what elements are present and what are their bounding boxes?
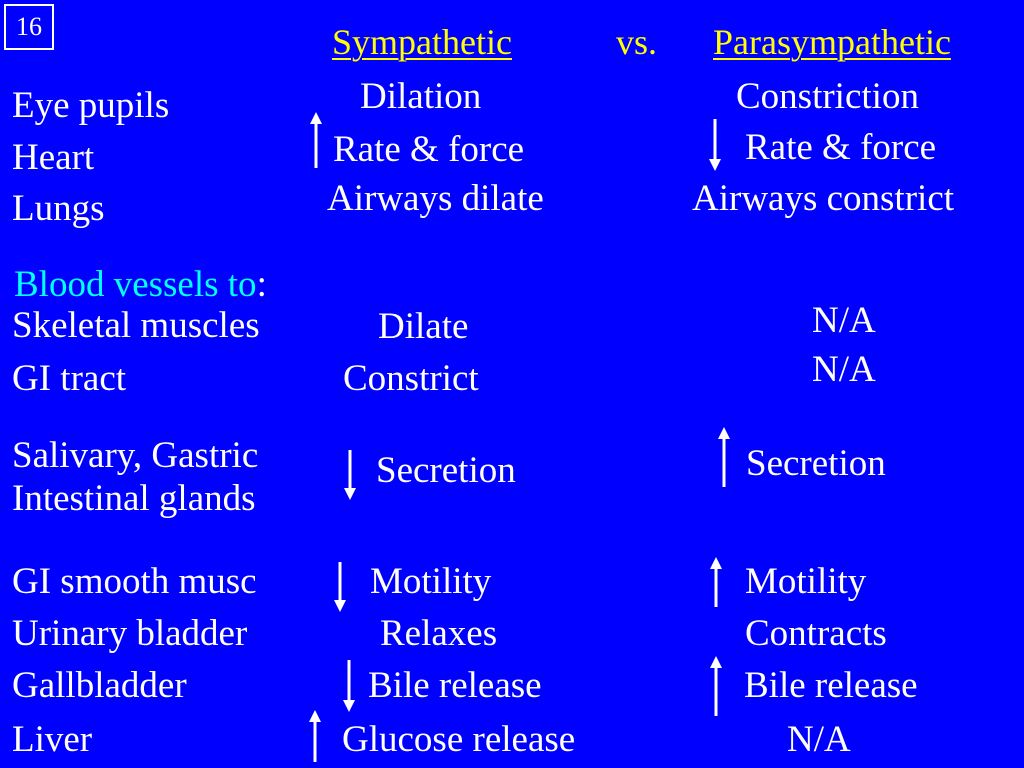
organ-liver: Liver: [12, 719, 93, 760]
blood-vessels-text: Blood vessels to: [14, 264, 257, 305]
down-arrow-icon: [344, 450, 356, 500]
down-arrow-icon: [709, 119, 721, 171]
organ-intestinal-glands: Intestinal glands: [12, 478, 256, 519]
up-arrow-icon: [718, 427, 730, 487]
sym-glands-response: Secretion: [376, 450, 516, 491]
para-glands-response: Secretion: [746, 443, 886, 484]
up-arrow-icon: [310, 112, 322, 168]
para-eye-response: Constriction: [736, 76, 919, 117]
down-arrow-icon: [334, 562, 346, 612]
para-gi-smooth-response: Motility: [745, 561, 867, 602]
para-heart-response: Rate & force: [745, 127, 937, 168]
slide-number: 16: [4, 4, 54, 50]
up-arrow-icon: [710, 557, 722, 607]
organ-gallbladder: Gallbladder: [12, 665, 187, 706]
para-gallbladder-response: Bile release: [744, 665, 918, 706]
para-gi-tract-response: N/A: [812, 349, 876, 390]
up-arrow-icon: [309, 710, 321, 762]
sym-eye-response: Dilation: [360, 76, 482, 117]
organ-skeletal-muscles: Skeletal muscles: [12, 305, 260, 346]
sym-bladder-response: Relaxes: [380, 613, 498, 654]
organ-urinary-bladder: Urinary bladder: [12, 613, 248, 654]
sym-heart-response: Rate & force: [333, 129, 525, 170]
organ-gi-smooth-muscle: GI smooth musc: [12, 561, 257, 602]
para-skeletal-response: N/A: [812, 300, 876, 341]
para-lungs-response: Airways constrict: [692, 178, 955, 219]
organ-eye-pupils: Eye pupils: [12, 85, 170, 126]
sym-lungs-response: Airways dilate: [327, 178, 544, 219]
organ-salivary-gastric: Salivary, Gastric: [12, 435, 259, 476]
sym-gi-tract-response: Constrict: [343, 358, 479, 399]
organ-gi-tract: GI tract: [12, 358, 127, 399]
parasympathetic-header: Parasympathetic: [713, 22, 951, 62]
sym-gallbladder-response: Bile release: [368, 665, 542, 706]
para-liver-response: N/A: [787, 719, 851, 760]
down-arrow-icon: [343, 660, 355, 712]
organ-lungs: Lungs: [12, 188, 105, 229]
vs-label: vs.: [616, 22, 658, 62]
sympathetic-header: Sympathetic: [332, 22, 512, 62]
organ-heart: Heart: [12, 137, 95, 178]
para-bladder-response: Contracts: [745, 613, 887, 654]
blood-vessels-colon: :: [256, 264, 267, 305]
up-arrow-icon: [710, 656, 722, 716]
blood-vessels-label: Blood vessels to:: [14, 266, 267, 303]
sym-liver-response: Glucose release: [342, 719, 576, 760]
sym-skeletal-response: Dilate: [378, 306, 469, 347]
sym-gi-smooth-response: Motility: [370, 561, 492, 602]
